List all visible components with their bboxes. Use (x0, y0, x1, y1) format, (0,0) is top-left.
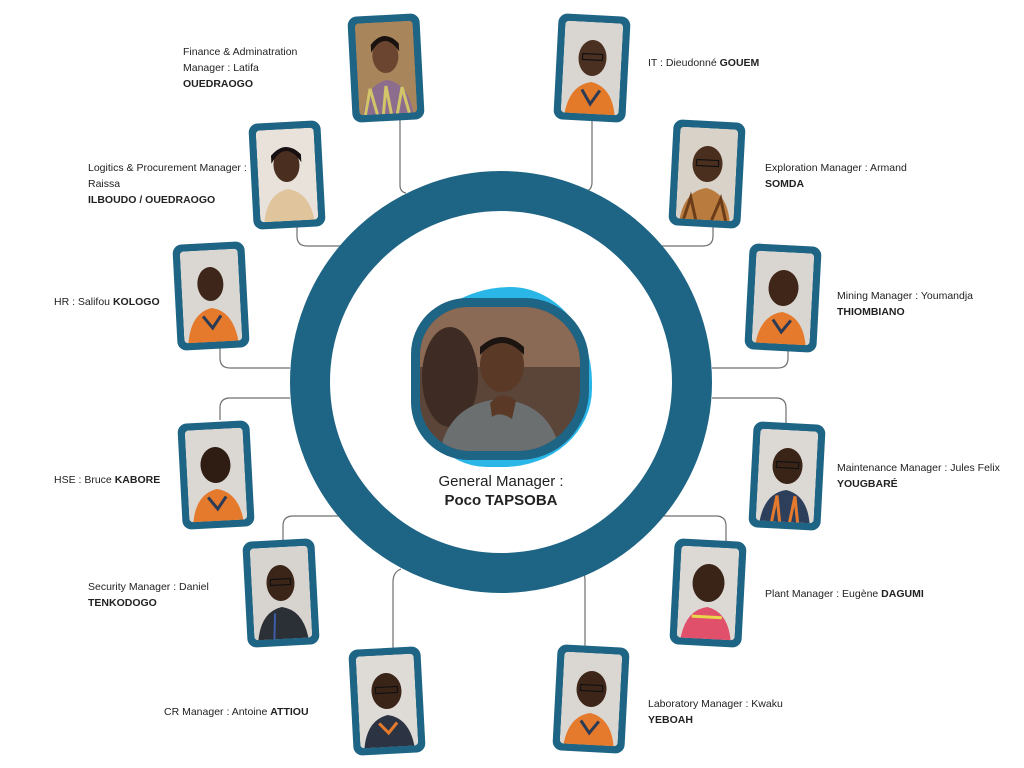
label-mining: Mining Manager : Youmandja THIOMBIANO (837, 288, 997, 320)
card-cr (348, 646, 426, 756)
label-hse-surname: KABORE (114, 474, 161, 486)
label-finance-surname: OUEDRAOGO (183, 78, 254, 90)
photo-logistics (255, 127, 319, 223)
label-exploration: Exploration Manager : Armand SOMDA (765, 160, 915, 192)
card-laboratory (552, 644, 630, 754)
general-manager-title: General Manager : Poco TAPSOBA (397, 472, 605, 510)
card-security (242, 538, 320, 648)
label-logistics-text: Logitics & Procurement Manager : Raissa (88, 162, 247, 190)
label-cr: CR Manager : Antoine ATTIOU (164, 704, 344, 720)
card-mining (744, 243, 822, 353)
card-logistics (248, 120, 326, 230)
label-laboratory: Laboratory Manager : Kwaku YEBOAH (648, 696, 798, 728)
label-hr-surname: KOLOGO (112, 296, 160, 308)
label-it-text: IT : Dieudonné (648, 57, 717, 69)
label-mining-text: Mining Manager : Youmandja (837, 290, 974, 302)
card-hr (172, 241, 250, 351)
label-laboratory-surname: YEBOAH (648, 714, 693, 726)
label-finance: Finance & Adminatration Manager : Latifa… (183, 44, 333, 92)
label-security-surname: TENKODOGO (88, 597, 157, 609)
photo-hse (184, 427, 248, 523)
photo-plant (676, 545, 740, 641)
photo-it (560, 20, 624, 116)
photo-maintenance (755, 428, 819, 524)
card-finance (347, 13, 425, 123)
card-it (553, 13, 631, 123)
card-exploration (668, 119, 746, 229)
label-maintenance-text: Maintenance Manager : Jules Felix (837, 462, 1000, 474)
general-manager-name: Poco TAPSOBA (444, 492, 558, 509)
label-mining-surname: THIOMBIANO (837, 306, 905, 318)
label-hse-text: HSE : Bruce (54, 474, 112, 486)
photo-mining (751, 250, 815, 346)
label-maintenance: Maintenance Manager : Jules Felix YOUGBA… (837, 460, 1007, 492)
photo-security (249, 545, 313, 641)
general-manager-photo-frame (411, 298, 589, 460)
label-it-surname: GOUEM (719, 57, 760, 69)
card-hse (177, 420, 255, 530)
card-maintenance (748, 421, 826, 531)
label-security: Security Manager : Daniel TENKODOGO (88, 579, 238, 611)
label-security-text: Security Manager : Daniel (88, 581, 209, 593)
label-plant: Plant Manager : Eugène DAGUMI (765, 586, 955, 602)
label-maintenance-surname: YOUGBARÉ (837, 478, 898, 490)
label-exploration-surname: SOMDA (765, 178, 805, 190)
label-plant-surname: DAGUMI (881, 588, 924, 600)
label-cr-surname: ATTIOU (270, 706, 309, 718)
label-laboratory-text: Laboratory Manager : Kwaku (648, 698, 783, 710)
general-manager-photo (420, 307, 580, 451)
photo-cr (355, 653, 419, 749)
label-hr-text: HR : Salifou (54, 296, 111, 308)
photo-laboratory (559, 651, 623, 747)
card-plant (669, 538, 747, 648)
label-logistics: Logitics & Procurement Manager : Raissa … (88, 160, 248, 208)
general-manager-role: General Manager : (438, 473, 564, 490)
label-hse: HSE : Bruce KABORE (54, 472, 184, 488)
photo-finance (354, 20, 418, 116)
label-hr: HR : Salifou KOLOGO (54, 294, 184, 310)
label-plant-text: Plant Manager : Eugène (765, 588, 879, 600)
photo-exploration (675, 126, 739, 222)
label-finance-text: Finance & Adminatration Manager : Latifa (183, 46, 298, 74)
label-exploration-text: Exploration Manager : Armand (765, 162, 907, 174)
label-cr-text: CR Manager : Antoine (164, 706, 268, 718)
label-logistics-surname: ILBOUDO / OUEDRAOGO (88, 194, 216, 206)
label-it: IT : Dieudonné GOUEM (648, 55, 798, 71)
photo-hr (179, 248, 243, 344)
